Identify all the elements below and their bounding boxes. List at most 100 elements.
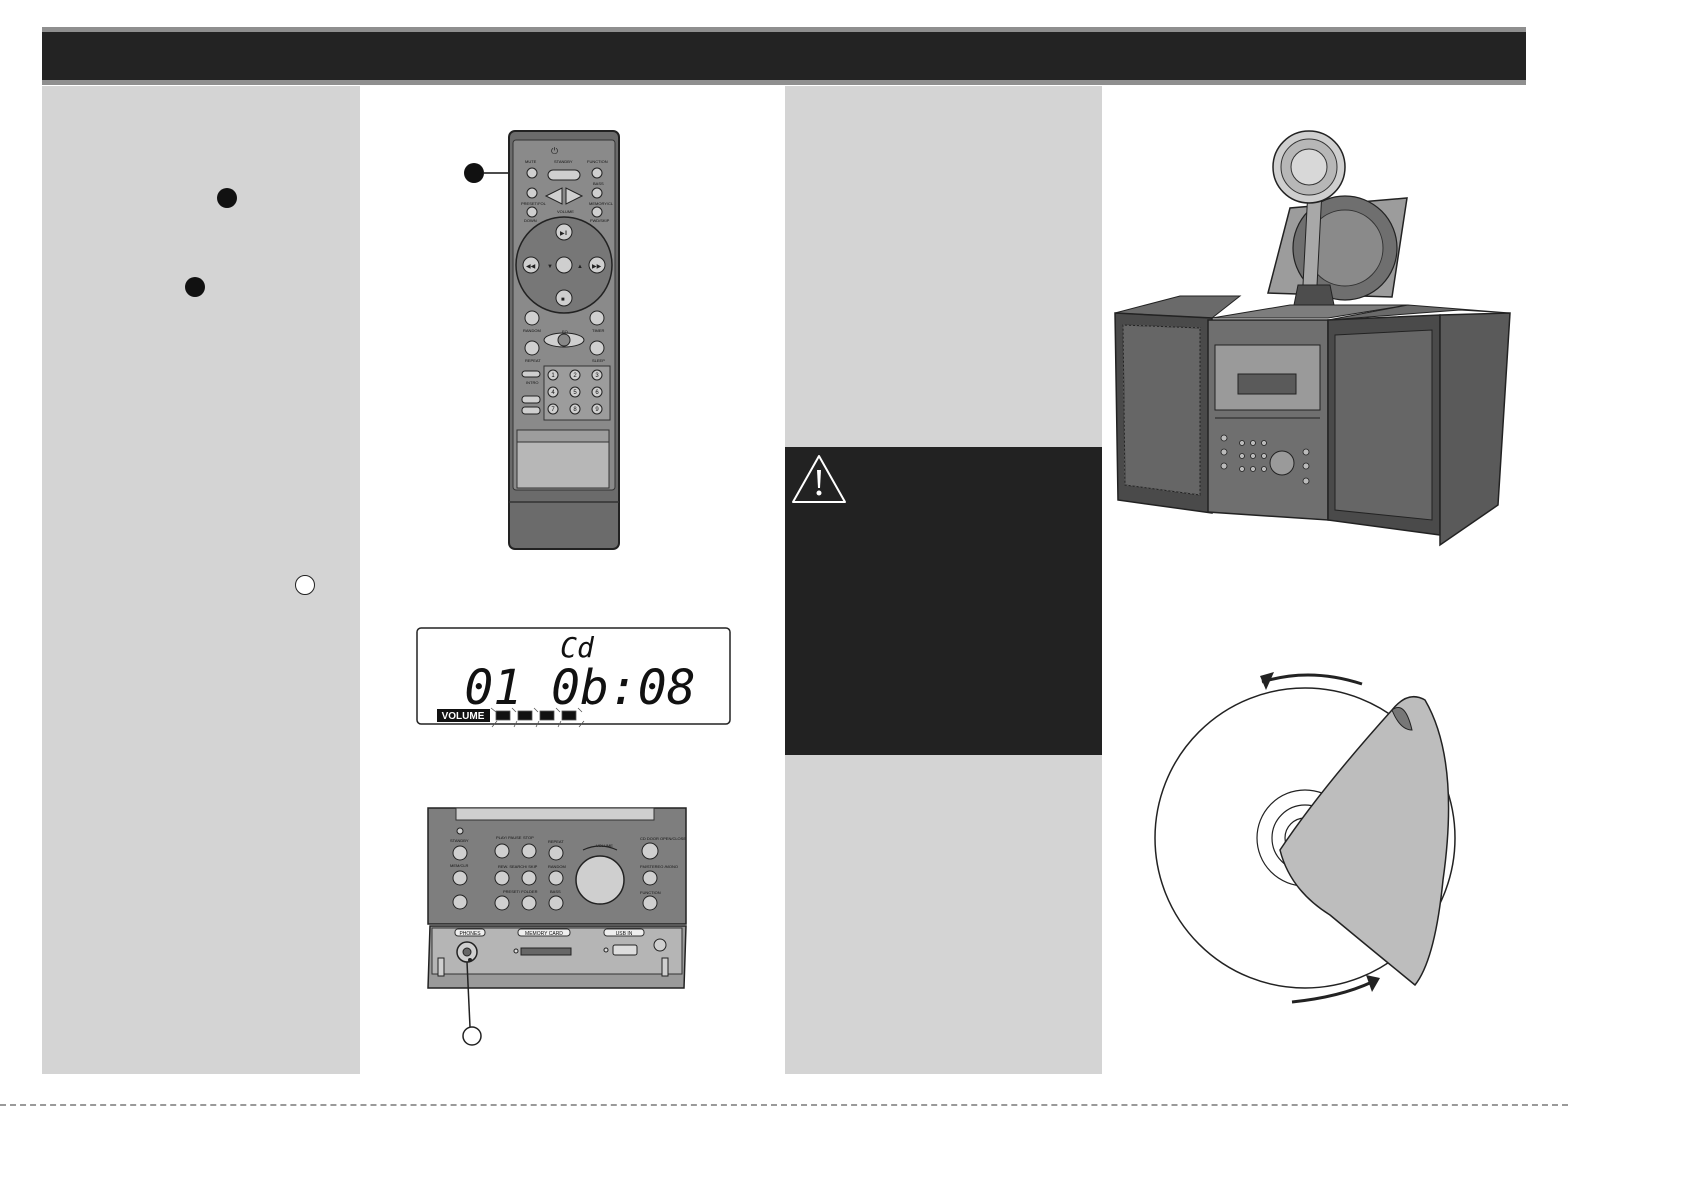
volume-arc-icon (582, 845, 618, 851)
remote-prev-button[interactable] (522, 256, 540, 274)
stop-icon: ■ (561, 297, 565, 303)
disc-cleaning-illustration (1154, 672, 1456, 1004)
remote-key-7[interactable] (547, 403, 559, 415)
remote-label-sleep: SLEEP (592, 358, 605, 363)
lcd-main-text: 01 0b:08 (464, 660, 695, 716)
panel-next-button[interactable] (521, 870, 537, 886)
panel-repeat-button[interactable] (548, 845, 564, 861)
cleaning-cloth (1279, 695, 1450, 987)
panel-label-random: RANDOM (548, 864, 566, 869)
remote-label-bass: BASS (593, 181, 604, 186)
panel-preset-down-button[interactable] (494, 895, 510, 911)
remote-key-9[interactable] (591, 403, 603, 415)
remote-side-button[interactable] (521, 406, 541, 415)
remote-intro-button[interactable] (521, 370, 541, 378)
panel-function-button[interactable] (642, 895, 658, 911)
remote-mute-button[interactable] (526, 167, 538, 179)
memory-card-slot[interactable] (520, 947, 572, 956)
lcd-top-text: Cd (560, 631, 595, 664)
remote-key-label: 5 (573, 390, 577, 396)
remote-key-label: 3 (595, 373, 599, 379)
remote-label-timer: TIMER (592, 328, 605, 333)
remote-key-5[interactable] (569, 386, 581, 398)
panel-play-pause-button[interactable] (494, 843, 510, 859)
remote-label-volume: VOLUME (557, 209, 574, 214)
remote-control: MUTE STANDBY FUNCTION BASS PRESET/FOL VO… (464, 130, 620, 550)
panel-eject-button[interactable] (452, 894, 468, 910)
remote-label-mute: MUTE (525, 159, 537, 164)
remote-label-repeat: REPEAT (525, 358, 541, 363)
panel-label-repeat: REPEAT (548, 839, 564, 844)
panel-label-memory-card: MEMORY CARD (525, 931, 563, 937)
panel-bass-button[interactable] (548, 895, 564, 911)
arrow-up-icon: ▲ (577, 264, 583, 270)
power-icon: ⏻ (551, 146, 558, 156)
remote-key-label: 9 (595, 407, 599, 413)
panel-label-cd-door: CD DOOR OPEN/CLOSE (640, 836, 686, 841)
page-trim-line (0, 1104, 1568, 1106)
remote-label-eq: EQ (562, 329, 568, 334)
panel-preset-up-button[interactable] (521, 895, 537, 911)
panel-random-button[interactable] (548, 870, 564, 886)
remote-play-pause-button[interactable] (555, 223, 573, 241)
panel-memory-button[interactable] (452, 870, 468, 886)
remote-volume-down-button[interactable] (544, 187, 563, 205)
panel-label-preset: PRESET/ FOLDER (503, 889, 538, 894)
remote-key-label: 2 (573, 373, 577, 379)
warning-triangle-icon (792, 455, 846, 503)
remote-timer-button[interactable] (589, 310, 605, 326)
remote-center-button[interactable] (555, 256, 573, 274)
panel-callout-marker (462, 1026, 482, 1046)
remote-bass-button[interactable] (591, 187, 603, 199)
panel-label-usb: USB IN (616, 931, 633, 937)
callout-marker-filled (217, 188, 237, 208)
remote-label-preset: PRESET/FOL (521, 201, 547, 206)
unit-volume-knob (1269, 450, 1295, 476)
illustrations: MUTE STANDBY FUNCTION BASS PRESET/FOL VO… (416, 130, 1511, 1046)
panel-label-play-pause: PLAY/ PAUSE (496, 835, 522, 840)
panel-label-standby: STANDBY (450, 838, 469, 843)
remote-key-3[interactable] (591, 369, 603, 381)
callout-marker-hollow (295, 575, 315, 595)
front-panel: STANDBY PLAY/ PAUSE STOP REPEAT VOLUME C… (427, 807, 687, 1046)
remote-function-button[interactable] (591, 167, 603, 179)
panel-prev-button[interactable] (494, 870, 510, 886)
panel-volume-knob[interactable] (575, 855, 625, 905)
remote-key-1[interactable] (547, 369, 559, 381)
skip-forward-icon: ▶▶ (592, 264, 602, 270)
panel-label-volume: VOLUME (596, 843, 613, 848)
remote-random-button[interactable] (524, 310, 540, 326)
panel-label-fm-stereo: FM/STEREO /MONO (640, 864, 678, 869)
remote-label-down: DOWN (524, 218, 537, 223)
remote-next-button[interactable] (588, 256, 606, 274)
panel-standby-button[interactable] (452, 845, 468, 861)
remote-label-memory: MEMORY/CL (589, 201, 614, 206)
panel-label-skip-search: REW. SEARCH/ SKIP (498, 864, 538, 869)
remote-volume-up-button[interactable] (565, 187, 584, 205)
stereo-system (1114, 130, 1511, 547)
play-pause-icon: ▶‖ (560, 231, 567, 237)
remote-side-button[interactable] (521, 395, 541, 404)
panel-cd-door-button[interactable] (641, 842, 659, 860)
panel-label-phones: PHONES (459, 931, 481, 937)
remote-key-6[interactable] (591, 386, 603, 398)
remote-preset-button[interactable] (526, 187, 538, 199)
remote-stop-button[interactable] (555, 289, 573, 307)
panel-stop-button[interactable] (521, 843, 537, 859)
remote-key-2[interactable] (569, 369, 581, 381)
remote-key-4[interactable] (547, 386, 559, 398)
callout-marker-filled (185, 277, 205, 297)
remote-repeat-button[interactable] (524, 340, 540, 356)
remote-fwd-button[interactable] (591, 206, 603, 218)
remote-down-button[interactable] (526, 206, 538, 218)
remote-label-function: FUNCTION (587, 159, 608, 164)
remote-callout-marker (464, 163, 484, 183)
remote-key-8[interactable] (569, 403, 581, 415)
panel-standby-led (456, 827, 464, 835)
remote-standby-button[interactable] (547, 169, 581, 181)
panel-fm-button[interactable] (642, 870, 658, 886)
remote-key-label: 8 (573, 407, 577, 413)
remote-sleep-button[interactable] (589, 340, 605, 356)
usb-port[interactable] (612, 944, 638, 956)
remote-eq-button[interactable] (557, 333, 571, 347)
